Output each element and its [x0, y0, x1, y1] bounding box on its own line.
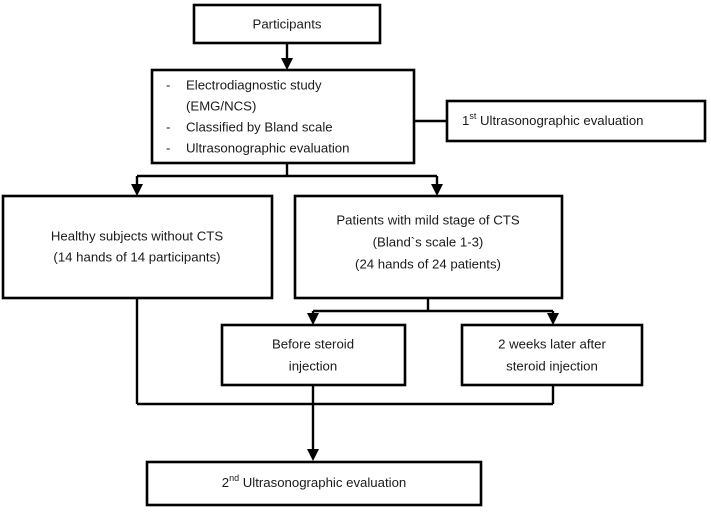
- electrodiagnostic-study-box: [150, 68, 416, 165]
- connector-participants-to-electrodiagnostic: [281, 43, 293, 70]
- arrowhead-icon: [281, 58, 293, 70]
- patients-line-1: Patients with mild stage of CTS: [336, 212, 519, 227]
- bullet-dash-icon-2: -: [166, 119, 170, 134]
- first-ultrasound-ordinal-suffix: st: [469, 111, 477, 121]
- electrodiagnostic-line-1: Electrodiagnostic study: [186, 77, 322, 92]
- electrodiagnostic-line-2: (EMG/NCS): [186, 98, 256, 113]
- first-ultrasound-ordinal-number: 1: [462, 113, 469, 128]
- node-first-ultrasonographic-evaluation[interactable]: 1st Ultrasonographic evaluation: [445, 99, 707, 143]
- connector-patients-split: [307, 298, 559, 325]
- after-injection-line-2: steroid injection: [506, 358, 598, 373]
- before-injection-line-1: Before steroid: [272, 336, 354, 351]
- second-ultrasound-rest: Ultrasonographic evaluation: [239, 475, 406, 490]
- patients-mild-cts-box: [293, 194, 564, 300]
- healthy-subjects-line-2: (14 hands of 14 participants): [53, 249, 220, 264]
- patients-line-3: (24 hands of 24 patients): [355, 256, 501, 271]
- node-patients-mild-cts[interactable]: Patients with mild stage of CTS (Bland`s…: [293, 194, 564, 300]
- electrodiagnostic-line-3: Classified by Bland scale: [186, 119, 333, 134]
- healthy-subjects-line-1: Healthy subjects without CTS: [51, 228, 223, 243]
- healthy-subjects-box: [1, 194, 274, 300]
- participants-box: [192, 3, 382, 45]
- before-injection-line-2: injection: [289, 358, 337, 373]
- second-ultrasound-label: 2nd Ultrasonographic evaluation: [222, 473, 407, 490]
- second-ultrasonographic-evaluation-box: [145, 460, 483, 507]
- participants-label: Participants: [253, 16, 322, 31]
- arrowhead-icon: [307, 449, 319, 461]
- arrowhead-icon: [431, 184, 443, 196]
- two-weeks-after-steroid-injection-box: [460, 323, 644, 387]
- first-ultrasound-label: 1st Ultrasonographic evaluation: [462, 111, 644, 128]
- first-ultrasonographic-evaluation-box: [445, 99, 707, 143]
- arrowhead-icon: [547, 313, 559, 325]
- node-two-weeks-after-steroid-injection[interactable]: 2 weeks later after steroid injection: [460, 323, 644, 387]
- node-electrodiagnostic-study[interactable]: - Electrodiagnostic study (EMG/NCS) - Cl…: [150, 68, 416, 165]
- bullet-dash-icon-1: -: [166, 77, 170, 92]
- before-steroid-injection-box: [220, 323, 407, 387]
- node-before-steroid-injection[interactable]: Before steroid injection: [220, 323, 407, 387]
- after-injection-line-1: 2 weeks later after: [498, 336, 606, 351]
- arrowhead-icon: [131, 184, 143, 196]
- arrowhead-icon: [307, 313, 319, 325]
- connector-electrodiagnostic-split: [131, 163, 443, 196]
- first-ultrasound-rest: Ultrasonographic evaluation: [476, 113, 643, 128]
- electrodiagnostic-line-4: Ultrasonographic evaluation: [186, 140, 349, 155]
- node-second-ultrasonographic-evaluation[interactable]: 2nd Ultrasonographic evaluation: [145, 460, 483, 507]
- bullet-dash-icon-3: -: [166, 140, 170, 155]
- second-ultrasound-ordinal-number: 2: [222, 475, 229, 490]
- patients-line-2: (Bland`s scale 1-3): [373, 234, 484, 249]
- connector-merge-to-second-ultrasound: [135, 298, 555, 461]
- second-ultrasound-ordinal-suffix: nd: [229, 473, 239, 483]
- node-participants[interactable]: Participants: [192, 3, 382, 45]
- node-healthy-subjects[interactable]: Healthy subjects without CTS (14 hands o…: [1, 194, 274, 300]
